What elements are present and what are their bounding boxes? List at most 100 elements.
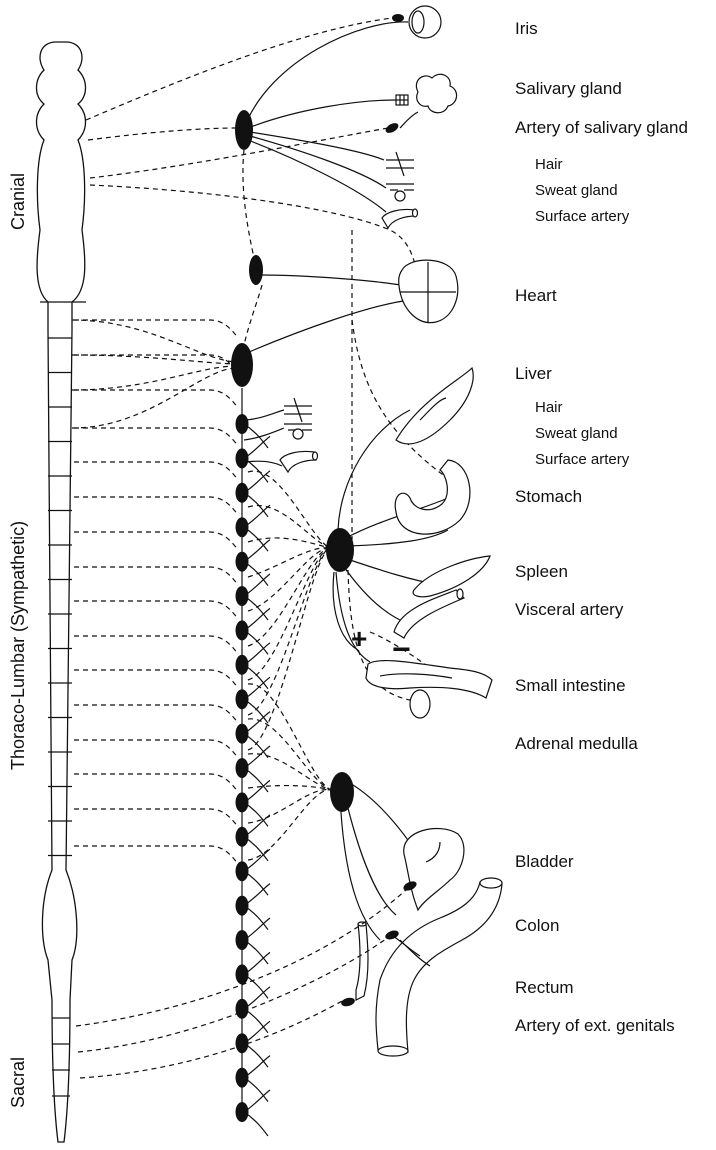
- label-stomach: Stomach: [515, 487, 582, 506]
- label-small-intestine: Small intestine: [515, 676, 626, 695]
- chain-ganglion: [236, 655, 249, 675]
- chain-fibre: [244, 608, 270, 630]
- spleen-organ: [413, 556, 490, 597]
- skin-effectors-thoracic: [242, 398, 318, 472]
- cord-chain-link: [74, 636, 238, 654]
- label-bladder: Bladder: [515, 852, 574, 871]
- cord-chain-link: [74, 774, 238, 792]
- chain-pelvic-link: [248, 789, 332, 823]
- ganglion-salivary-artery: [384, 121, 400, 135]
- cord-chain-link: [74, 809, 238, 827]
- cord-chain-link: [72, 368, 236, 428]
- chain-ganglion: [236, 999, 249, 1019]
- cord-chain-link: [74, 390, 238, 408]
- label-surface-artery-2: Surface artery: [535, 451, 630, 468]
- adrenal-medulla-organ: [410, 690, 430, 718]
- chain-fibre: [244, 746, 270, 768]
- ganglion-genital: [340, 996, 356, 1007]
- region-label-thoracolumbar: Thoraco-Lumbar (Sympathetic): [8, 521, 28, 770]
- chain-fibre: [244, 712, 270, 734]
- small-intestine-organ: [366, 661, 492, 698]
- ganglion-inferior-mesenteric: [330, 772, 354, 812]
- label-adrenal-medulla: Adrenal medulla: [515, 734, 638, 753]
- chain-celiac-link: [248, 548, 330, 611]
- sign-minus: −: [392, 631, 411, 667]
- chain-ganglion: [236, 414, 249, 434]
- label-liver: Liver: [515, 364, 552, 383]
- chain-pelvic-link: [248, 754, 332, 790]
- cord-chain-link: [72, 320, 236, 362]
- chain-fibre: [244, 574, 270, 596]
- chain-fibre: [244, 643, 270, 665]
- sacral-pathways: [76, 888, 420, 1078]
- region-label-sacral: Sacral: [8, 1057, 28, 1108]
- label-rectum: Rectum: [515, 978, 574, 997]
- chain-ganglion: [236, 792, 249, 812]
- ganglion-otic: [235, 110, 253, 150]
- ganglion-celiac: [326, 528, 354, 572]
- cord-chain-link: [74, 670, 238, 688]
- chain-fibre: [244, 987, 270, 1009]
- label-heart: Heart: [515, 286, 557, 305]
- label-salivary-gland: Salivary gland: [515, 79, 622, 98]
- chain-ganglion: [236, 620, 249, 640]
- chain-fibre: [244, 884, 270, 906]
- chain-ganglion: [236, 586, 249, 606]
- chain-ganglion: [236, 552, 249, 572]
- label-sweat-gland-2: Sweat gland: [535, 425, 618, 442]
- cord-chain-link: [74, 532, 238, 550]
- cord-to-chain-links: [72, 320, 332, 864]
- chain-ganglion: [236, 758, 249, 778]
- heart-organ: [399, 260, 458, 322]
- chain-fibre: [244, 952, 270, 974]
- chain-ganglion: [236, 483, 249, 503]
- sign-plus: +: [351, 623, 367, 654]
- ganglion-cervical-superior: [249, 255, 263, 285]
- region-label-cranial: Cranial: [8, 173, 28, 230]
- chain-celiac-link: [248, 538, 330, 548]
- chain-ganglion: [236, 448, 249, 468]
- ganglion-ciliary: [392, 14, 404, 22]
- spinal-cord: [37, 42, 87, 1142]
- chain-ganglion: [236, 1068, 249, 1088]
- chain-fibre: [244, 780, 270, 802]
- chain-celiac-link: [248, 471, 330, 548]
- ganglion-cervical-inferior: [231, 343, 253, 387]
- label-surface-artery-1: Surface artery: [535, 208, 630, 225]
- label-iris: Iris: [515, 19, 538, 38]
- colon-organ: [376, 882, 502, 1052]
- cord-chain-link: [74, 567, 238, 585]
- label-colon: Colon: [515, 916, 559, 935]
- cord-chain-link: [74, 740, 238, 758]
- genital-artery-organ: [356, 924, 368, 1000]
- label-hair-2: Hair: [535, 399, 563, 416]
- chain-ganglion: [236, 930, 249, 950]
- label-artery-salivary: Artery of salivary gland: [515, 118, 688, 137]
- cranial-ganglia: [231, 14, 425, 387]
- chain-ganglion: [236, 1033, 249, 1053]
- chain-fibre: [244, 540, 270, 562]
- cord-chain-link: [74, 705, 238, 723]
- label-visceral-artery: Visceral artery: [515, 600, 624, 619]
- cord-chain-link: [74, 428, 238, 446]
- label-hair-1: Hair: [535, 156, 563, 173]
- salivary-gland-organ: [396, 74, 457, 112]
- chain-fibre: [244, 677, 270, 699]
- chain-fibre: [244, 918, 270, 940]
- label-artery-ext-genitals: Artery of ext. genitals: [515, 1016, 675, 1035]
- chain-fibre: [244, 849, 270, 871]
- chain-ganglion: [236, 689, 249, 709]
- label-spleen: Spleen: [515, 562, 568, 581]
- organ-labels: Iris Salivary gland Artery of salivary g…: [515, 19, 688, 1035]
- chain-ganglion: [236, 1102, 249, 1122]
- chain-ganglion: [236, 861, 249, 881]
- chain-ganglion: [236, 964, 249, 984]
- chain-ganglion: [236, 517, 249, 537]
- chain-celiac-link: [248, 548, 330, 680]
- chain-celiac-link: [248, 548, 330, 646]
- label-sweat-gland-1: Sweat gland: [535, 182, 618, 199]
- chain-pelvic-link: [248, 790, 332, 860]
- sympathetic-chain: [236, 388, 271, 1136]
- chain-ganglion: [236, 724, 249, 744]
- bladder-organ: [404, 828, 464, 910]
